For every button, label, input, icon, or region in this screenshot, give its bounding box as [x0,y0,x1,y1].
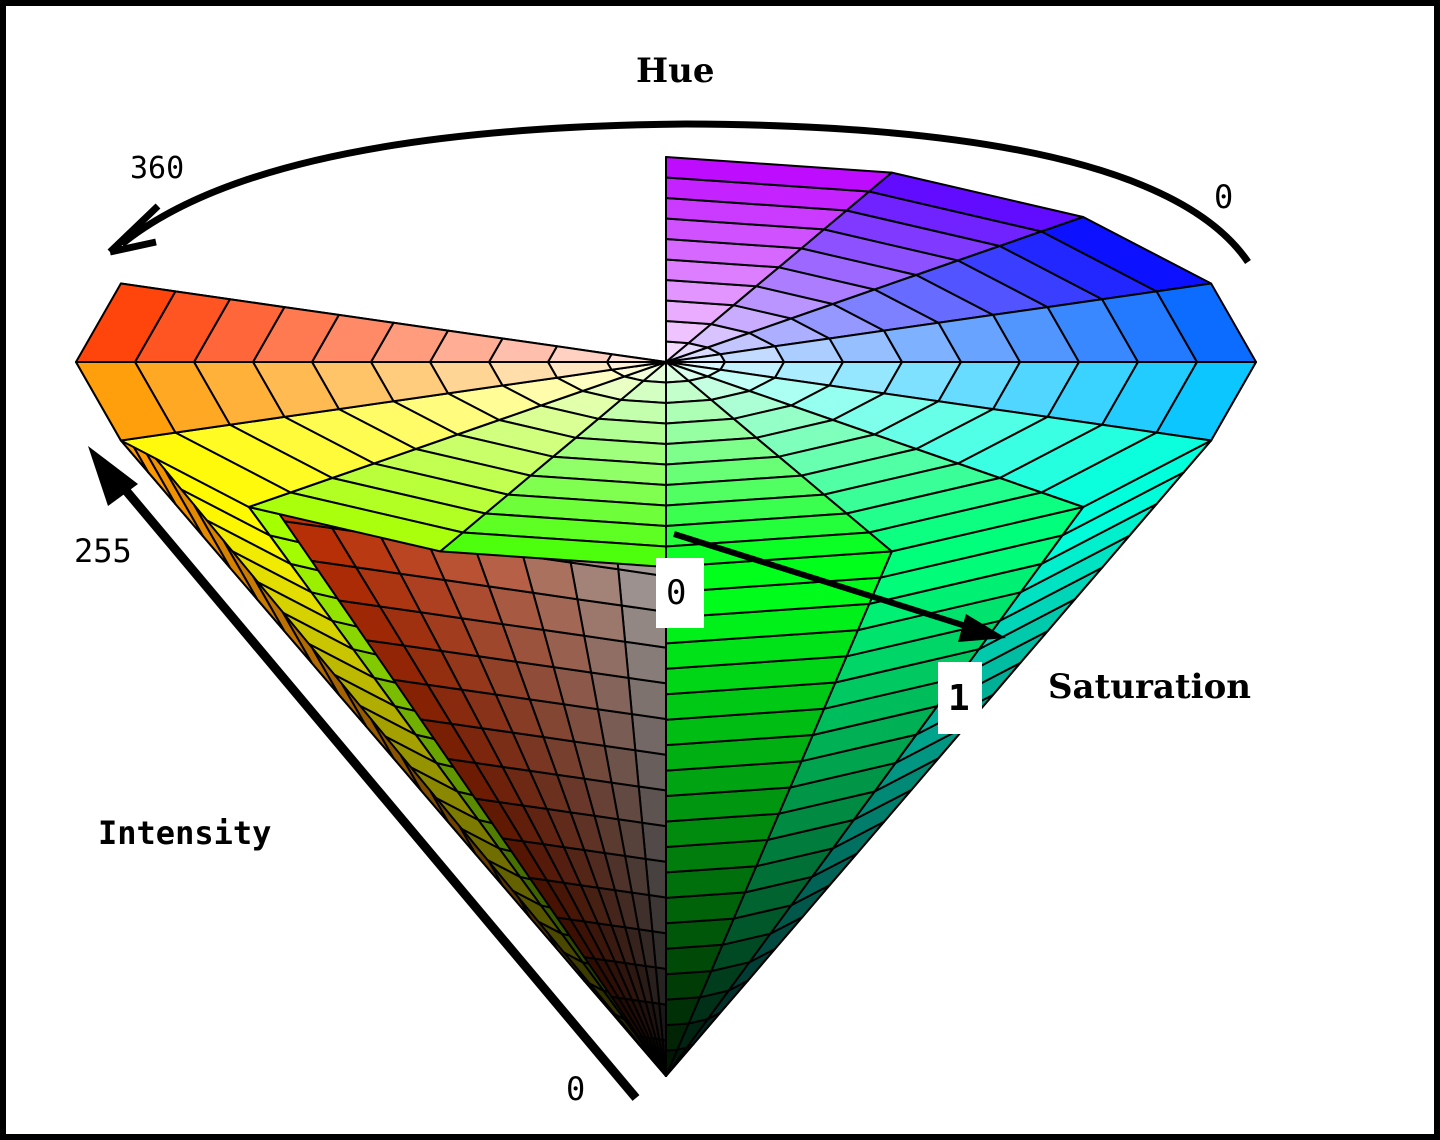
intensity-label: Intensity [98,814,271,852]
hue-arc-arrow [119,120,1251,264]
intensity-axis-arrow [98,459,640,1101]
cone-top-cell [547,345,613,363]
color-cone-surface [75,156,1257,1077]
saturation-max-box [938,662,982,734]
intensity-min-label: 0 [566,1070,585,1108]
axis-labels: Hue 360 0 255 Intensity 0 0 1 Saturation [74,51,1251,1108]
hue-start-label: 0 [1214,178,1233,216]
saturation-axis-arrow [673,531,992,637]
saturation-label: Saturation [1048,667,1251,707]
diagram-frame: Hue 360 0 255 Intensity 0 0 1 Saturation [6,6,1434,1134]
intensity-arrowhead [88,446,138,506]
hue-label: Hue [636,51,714,91]
hue-end-label: 360 [130,151,184,186]
axis-arrows [88,120,1251,1101]
cone-top-cell [75,282,177,363]
hsi-color-cone-diagram: Hue 360 0 255 Intensity 0 0 1 Saturation [74,51,1257,1108]
saturation-max-label: 1 [948,678,970,719]
cutaway-face-left [627,676,667,720]
cutaway-face-left [630,713,667,756]
cutaway-face-left [624,640,667,685]
saturation-arrowhead [958,614,1006,642]
intensity-max-label: 255 [74,532,132,570]
saturation-min-label: 0 [666,573,686,613]
hue-arrowhead [107,203,161,256]
saturation-min-box [656,558,704,628]
cone-top-cell [606,353,667,363]
cutaway-face-left [634,749,667,792]
